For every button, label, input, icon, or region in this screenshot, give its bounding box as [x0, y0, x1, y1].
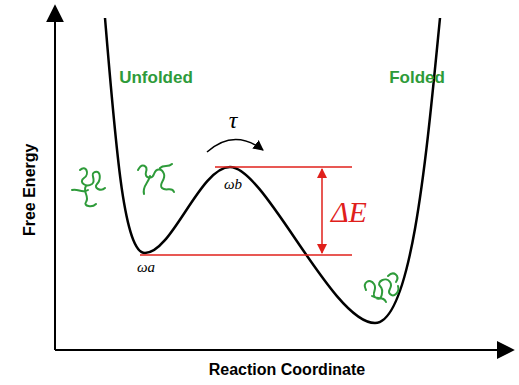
unfolded-protein	[72, 168, 105, 206]
energy-curve	[105, 18, 440, 323]
frequency-symbol: ωa	[137, 259, 155, 276]
rate-symbol: τ	[229, 107, 238, 133]
x-axis	[55, 349, 513, 351]
transition-arrow	[207, 139, 263, 152]
axis-title: Reaction Coordinate	[209, 361, 365, 379]
basin-level	[140, 254, 352, 256]
energy-gap-arrow	[321, 169, 323, 253]
state-label: Unfolded	[119, 69, 193, 88]
unfolded-protein	[138, 164, 174, 194]
folded-protein	[365, 274, 398, 302]
energy-gap-label: ΔE	[331, 195, 367, 228]
y-axis	[54, 6, 56, 350]
frequency-symbol: ωb	[224, 176, 242, 193]
barrier-level	[215, 166, 352, 168]
axis-title: Free Energy	[21, 144, 39, 236]
state-label: Folded	[389, 69, 445, 88]
